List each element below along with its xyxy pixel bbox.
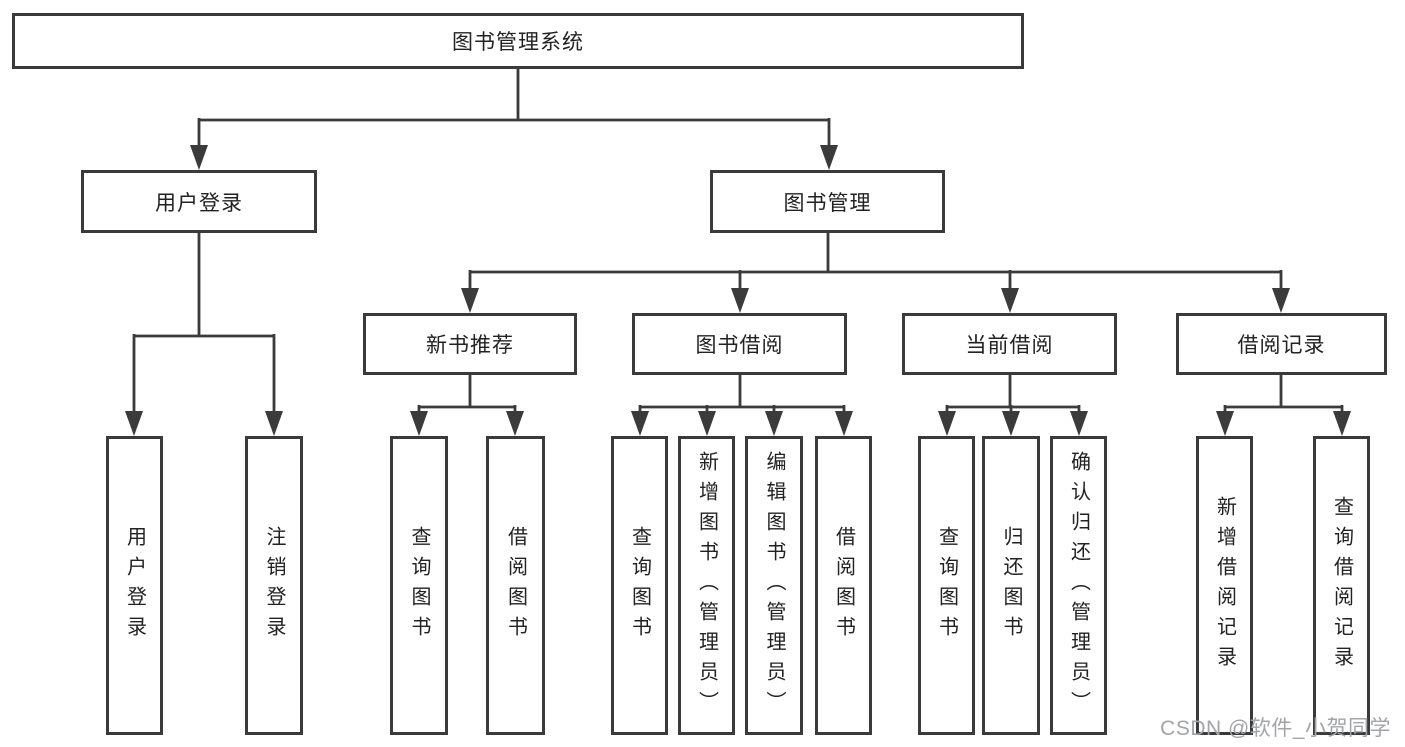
- node-user-login: 用户登录: [81, 170, 317, 233]
- node-current-borrow-label: 当前借阅: [965, 334, 1054, 357]
- leaf-add-borrow-record: 新增借阅记录: [1196, 436, 1253, 735]
- arrowhead: [820, 145, 838, 170]
- arrowhead: [1001, 288, 1019, 313]
- leaf-query-borrow-record: 查询借阅记录: [1313, 436, 1370, 735]
- arrowhead: [1070, 411, 1088, 436]
- node-new-book-recommend-label: 新书推荐: [426, 334, 514, 357]
- node-borrow-record: 借阅记录: [1176, 313, 1387, 375]
- arrowhead: [265, 411, 283, 436]
- connector-newbook-to-leaves: [417, 375, 517, 418]
- leaf-label: 归还图书: [1000, 525, 1022, 646]
- leaf-borrow-books-1: 借阅图书: [486, 436, 545, 735]
- arrowhead: [461, 288, 479, 313]
- leaf-label: 新增图书（管理员）: [695, 450, 718, 721]
- node-book-borrow: 图书借阅: [632, 313, 847, 375]
- arrowhead: [698, 411, 716, 436]
- connector-currentborrow-to-leaves: [945, 375, 1081, 418]
- connector-borrowrecord-to-leaves: [1223, 375, 1344, 418]
- leaf-query-books-2: 查询图书: [611, 436, 668, 735]
- arrowhead: [190, 145, 208, 170]
- leaf-query-books-1: 查询图书: [390, 436, 448, 735]
- node-user-login-label: 用户登录: [155, 191, 243, 215]
- arrowhead: [125, 411, 143, 436]
- arrowhead: [506, 411, 524, 436]
- leaf-label: 查询借阅记录: [1330, 495, 1353, 676]
- leaf-label: 查询图书: [935, 525, 958, 646]
- arrowhead: [1272, 288, 1290, 313]
- arrowhead: [938, 411, 956, 436]
- connector-root-to-level2: [197, 69, 831, 152]
- node-book-management: 图书管理: [710, 170, 945, 233]
- leaf-query-books-3: 查询图书: [918, 436, 975, 735]
- connector-bookmgmt-to-level3: [468, 233, 1283, 292]
- arrowhead: [731, 288, 749, 313]
- leaf-label: 查询图书: [628, 525, 651, 646]
- leaf-label: 借阅图书: [504, 525, 527, 646]
- leaf-label: 确认归还（管理员）: [1067, 450, 1090, 721]
- node-book-management-label: 图书管理: [783, 191, 872, 215]
- node-book-borrow-label: 图书借阅: [695, 334, 784, 357]
- arrowhead: [1216, 411, 1234, 436]
- leaf-label: 用户登录: [123, 525, 146, 646]
- leaf-confirm-return-admin: 确认归还（管理员）: [1050, 436, 1107, 735]
- arrowhead: [1002, 411, 1020, 436]
- leaf-label: 注销登录: [263, 525, 285, 646]
- arrowhead: [765, 411, 783, 436]
- leaf-label: 新增借阅记录: [1213, 495, 1236, 676]
- node-current-borrow: 当前借阅: [902, 313, 1117, 375]
- leaf-return-books: 归还图书: [982, 436, 1040, 735]
- connector-bookborrow-to-leaves: [638, 375, 846, 418]
- leaf-label: 查询图书: [408, 525, 430, 646]
- node-new-book-recommend: 新书推荐: [363, 313, 577, 375]
- node-borrow-record-label: 借阅记录: [1237, 334, 1326, 357]
- node-root-label: 图书管理系统: [452, 31, 584, 54]
- arrowhead: [1333, 411, 1351, 436]
- csdn-watermark: CSDN @软件_小贺同学: [1160, 717, 1391, 740]
- node-root: 图书管理系统: [12, 13, 1024, 69]
- leaf-user-login: 用户登录: [106, 436, 163, 735]
- arrowhead: [631, 411, 649, 436]
- leaf-label: 编辑图书（管理员）: [763, 450, 785, 721]
- leaf-logout: 注销登录: [245, 436, 303, 735]
- leaf-edit-books-admin: 编辑图书（管理员）: [745, 436, 803, 735]
- leaf-add-books-admin: 新增图书（管理员）: [678, 436, 735, 735]
- leaf-borrow-books-2: 借阅图书: [815, 436, 872, 735]
- connector-userlogin-to-leaves: [132, 233, 276, 418]
- arrowhead: [410, 411, 428, 436]
- arrowhead: [835, 411, 853, 436]
- leaf-label: 借阅图书: [832, 525, 855, 646]
